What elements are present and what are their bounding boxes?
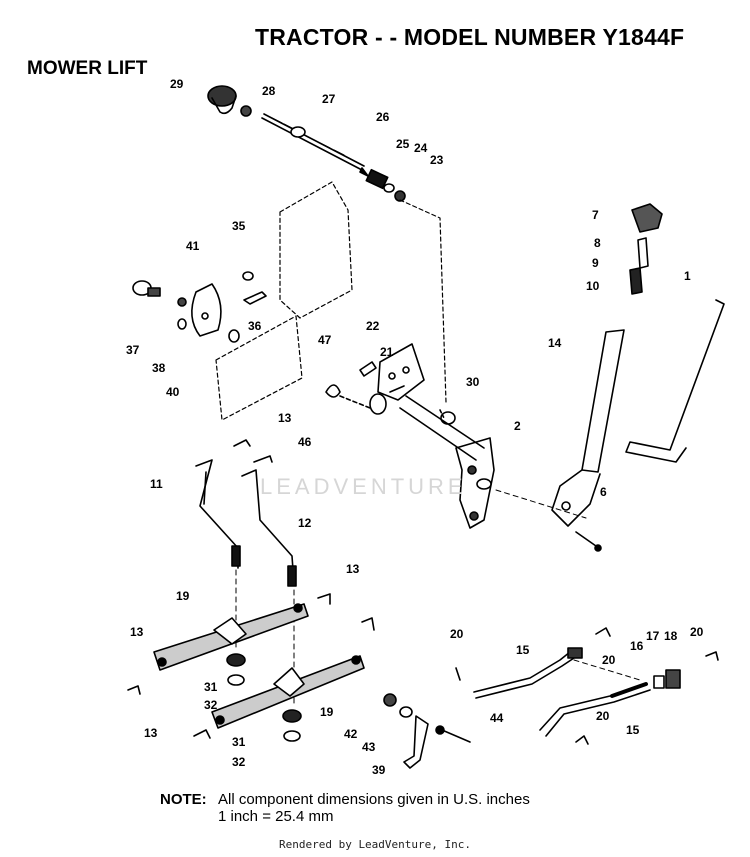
callout: 26 bbox=[376, 110, 390, 124]
part-40-washers bbox=[177, 318, 240, 343]
part-7-grip bbox=[631, 203, 663, 233]
callout: 31 bbox=[204, 680, 218, 694]
callout: 24 bbox=[414, 141, 428, 155]
dimension-note: NOTE: All component dimensions given in U… bbox=[160, 791, 530, 825]
part-25-spring bbox=[365, 168, 389, 190]
callout: 10 bbox=[586, 279, 600, 293]
part-16-17-18-trunnion bbox=[653, 669, 681, 689]
render-credit: Rendered by LeadVenture, Inc. bbox=[278, 838, 472, 851]
callout: 37 bbox=[126, 343, 140, 357]
part-36-clip bbox=[243, 291, 267, 305]
frame-plate-lower-dashed bbox=[215, 315, 303, 421]
callout: 15 bbox=[626, 723, 640, 737]
callout: 14 bbox=[548, 336, 562, 350]
part-21-22-clip bbox=[359, 361, 377, 377]
callout: 27 bbox=[322, 92, 336, 106]
callout: 36 bbox=[248, 319, 262, 333]
callout: 19 bbox=[176, 589, 190, 603]
callout: 30 bbox=[466, 375, 480, 389]
callout: 13 bbox=[346, 562, 360, 576]
part-15-rod-right bbox=[539, 682, 651, 737]
note-line-2: 1 inch = 25.4 mm bbox=[218, 808, 334, 825]
part-30-pin bbox=[439, 409, 456, 425]
part-14-handle bbox=[551, 329, 625, 527]
callout: 18 bbox=[664, 629, 678, 643]
callout: 12 bbox=[298, 516, 312, 530]
part-28-nut bbox=[240, 105, 252, 117]
part-44-bolt bbox=[435, 725, 471, 743]
part-42-nut bbox=[383, 693, 397, 707]
callout: 20 bbox=[596, 709, 610, 723]
part-13-clips-upper bbox=[233, 439, 273, 463]
callout: 32 bbox=[232, 755, 246, 769]
part-37-knob bbox=[132, 280, 161, 297]
callout: 15 bbox=[516, 643, 530, 657]
callout: 6 bbox=[600, 485, 607, 499]
part-43-washer bbox=[399, 706, 413, 718]
callout: 41 bbox=[186, 239, 200, 253]
callout: 25 bbox=[396, 137, 410, 151]
callout: 23 bbox=[430, 153, 444, 167]
callout: 9 bbox=[592, 256, 599, 270]
callout: 29 bbox=[170, 77, 184, 91]
callout: 16 bbox=[630, 639, 644, 653]
callout: 20 bbox=[690, 625, 704, 639]
part-6-bolt bbox=[575, 531, 602, 552]
callout: 42 bbox=[344, 727, 358, 741]
note-line-1: All component dimensions given in U.S. i… bbox=[218, 791, 530, 808]
part-20-clips bbox=[455, 627, 719, 745]
part-41-bracket bbox=[191, 283, 222, 337]
note-label: NOTE: bbox=[160, 791, 207, 808]
callout: 7 bbox=[592, 208, 599, 222]
callout: 43 bbox=[362, 740, 376, 754]
callout: 47 bbox=[318, 333, 332, 347]
section-title: MOWER LIFT bbox=[27, 58, 148, 79]
part-13-clips-lower bbox=[127, 593, 375, 739]
callout: 2 bbox=[514, 419, 521, 433]
part-31-32-bushings bbox=[226, 653, 302, 742]
part-1-lever bbox=[625, 299, 725, 463]
callout: 1 bbox=[684, 269, 691, 283]
part-10-spring bbox=[629, 267, 643, 295]
part-19-lift-arm-upper bbox=[153, 603, 309, 671]
callout: 38 bbox=[152, 361, 166, 375]
callout: 35 bbox=[232, 219, 246, 233]
part-47-46-ring bbox=[325, 384, 371, 409]
part-29-knob bbox=[207, 85, 237, 115]
callout: 20 bbox=[450, 627, 464, 641]
callout: 40 bbox=[166, 385, 180, 399]
callout: 20 bbox=[602, 653, 616, 667]
callout: 32 bbox=[204, 698, 218, 712]
assembly-guide-lines bbox=[235, 489, 641, 705]
callout: 31 bbox=[232, 735, 246, 749]
callout: 19 bbox=[320, 705, 334, 719]
callout: 8 bbox=[594, 236, 601, 250]
callout: 44 bbox=[490, 711, 504, 725]
callout: 13 bbox=[144, 726, 158, 740]
part-12-link bbox=[231, 469, 297, 587]
part-19-lift-arm-lower bbox=[211, 655, 365, 729]
part-23-nut bbox=[394, 190, 406, 202]
part-26-rod bbox=[261, 113, 369, 177]
callout: 46 bbox=[298, 435, 312, 449]
part-15-rod-left bbox=[473, 647, 583, 699]
callout: 39 bbox=[372, 763, 386, 777]
part-24-washer bbox=[383, 183, 395, 193]
frame-plate-dashed bbox=[279, 181, 447, 403]
part-8-9-button-rod bbox=[637, 237, 649, 269]
callout: 13 bbox=[278, 411, 292, 425]
part-35-washer bbox=[242, 271, 254, 281]
callout: 21 bbox=[380, 345, 394, 359]
part-39-bracket bbox=[403, 715, 429, 769]
callout: 17 bbox=[646, 629, 660, 643]
callout: 11 bbox=[150, 477, 163, 491]
watermark: LEADVENTURE bbox=[260, 474, 467, 499]
part-38-washer bbox=[177, 297, 187, 307]
callout: 22 bbox=[366, 319, 380, 333]
part-2-lift-shaft bbox=[369, 343, 495, 529]
callout: 13 bbox=[130, 625, 144, 639]
diagram-title: TRACTOR - - MODEL NUMBER Y1844F bbox=[255, 24, 685, 50]
callout: 28 bbox=[262, 84, 276, 98]
